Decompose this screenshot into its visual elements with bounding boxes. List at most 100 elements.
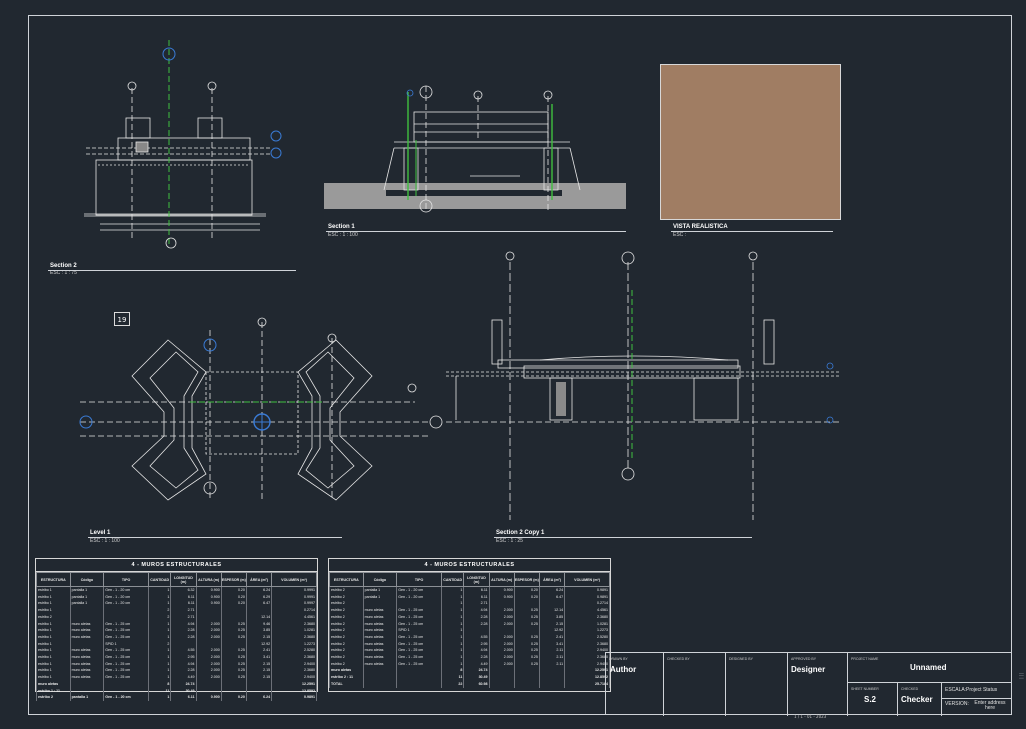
section1-scale: ESC : 1 : 100 [328,232,358,238]
table-cell: 11 [440,674,465,681]
table-cell [362,674,398,681]
table-cell: 4.55 [170,647,197,655]
table-cell [488,680,515,688]
table-cell: estribo 2 [329,613,364,621]
table-cell: 2.000 [195,674,222,681]
schedule-header-cell: ESPESOR (m) [513,572,540,587]
schedule-header-cell: ESTRUCTURA [36,572,71,587]
table-cell: 2.9400 [271,674,317,681]
table-cell: 1 [440,633,465,641]
table-cell: 0.25 [220,633,247,641]
section1-railing [413,111,549,143]
table-cell: 3.41 [538,640,566,648]
table-cell [488,674,515,681]
table-cell: 0.25 [220,667,247,675]
table-cell: 2.000 [488,660,515,668]
table-cell: muro aletas [36,680,71,688]
table-cell: estribo 1 : 11 [36,687,71,695]
table-cell [103,613,149,621]
table-cell: 2.71 [170,613,197,621]
table-cell [245,687,273,695]
table-cell: Gen - 1 - 25 cm [396,654,442,661]
section2copy-scale: ESC : 1 : 25 [496,538,523,544]
table-cell: 2.3680 [564,654,610,661]
table-cell: estribo 1 [36,593,71,601]
table-cell [362,600,398,608]
table-cell: 2.28 [170,667,197,675]
schedule-header-cell: ÁREA (m²) [245,572,273,587]
table-cell: 1 [440,654,465,661]
grid-bubble-icon [543,90,553,100]
table-cell: 0.900 [195,600,222,608]
table-cell: 0.20 [513,586,540,594]
grid-bubble-icon [327,333,337,343]
table-cell: 2.15 [245,633,273,641]
table-cell: 2.28 [463,654,490,661]
table-cell: Gen - 1 - 20 cm [103,694,149,701]
sheet-edge-mark: │││ [1019,672,1024,680]
table-cell: muro aletas [362,633,398,641]
table-cell: 12.2591 [564,667,610,675]
table-cell: 2 [147,613,172,621]
table-cell: 4.94 [170,660,197,668]
table-cell: TOTAL [329,680,364,688]
table-cell: 1 [147,647,172,655]
grid-bubble-icon [165,237,177,249]
level-marker-icon [406,89,414,97]
table-cell: muro aletas [69,654,105,661]
table-cell: 2.95 [170,654,197,661]
table-cell: 0.25 [513,647,540,655]
table-cell: 6.47 [245,600,273,608]
table-cell: 25.7184 [564,680,610,688]
schedule-header-cell: ESTRUCTURA [329,572,364,587]
tb-author: Author [610,665,637,674]
grid-bubble-icon [621,467,635,481]
section2copy-title-line [494,537,752,538]
table-cell [69,640,105,648]
level1-abutment-right [297,339,373,501]
table-cell: estribo 2 : 11 [329,674,364,681]
realistic-scale: ESC : [673,232,687,238]
table-cell: 1 [440,607,465,614]
table-cell: Gen - 1 - 25 cm [396,607,442,614]
table-cell: 0.9997 [271,600,317,608]
table-cell: 2.000 [195,660,222,668]
table-cell: 6.11 [170,694,197,701]
section2copy-parapet-left [491,319,503,365]
table-cell: 0.25 [220,627,247,634]
schedule-title: 4 - MUROS ESTRUCTURALES [36,559,317,572]
table-cell: Gen - 1 - 25 cm [103,667,149,675]
table-cell: 2.11 [538,660,566,668]
table-cell: estribo 2 [329,660,364,668]
table-cell: Gen - 1 - 20 cm [103,586,149,594]
tb-checker-cell: CHECKED Checker [898,683,942,716]
table-cell: 30.49 [170,687,197,695]
table-cell [396,674,442,681]
table-cell: 8 [147,680,172,688]
table-cell: Gen - 1 - 20 cm [396,586,442,594]
table-cell: 1 [440,586,465,594]
table-cell: pantalla 1 [69,593,105,601]
section2-deck [117,137,251,161]
section2copy-title: Section 2 Copy 1 [496,530,545,536]
sheet-border [28,15,1012,715]
table-cell: 6.24 [245,586,273,594]
table-cell [463,627,490,634]
table-cell: 0.25 [513,620,540,628]
table-cell: 2.000 [488,647,515,655]
table-cell: 2.15 [245,667,273,675]
table-cell: 0.25 [513,633,540,641]
table-cell: muro aletas [69,633,105,641]
table-cell: 0.9891 [564,586,610,594]
table-cell: 2.9400 [564,647,610,655]
tb-checker: Checker [901,695,933,704]
table-cell: muro aletas [69,660,105,668]
